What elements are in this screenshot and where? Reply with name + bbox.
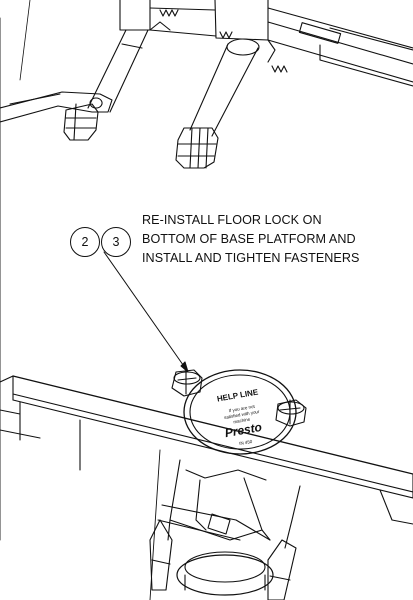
floor-lock (149, 459, 301, 600)
left-bolt (63, 29, 149, 141)
upper-frame (119, 0, 413, 87)
right-bolt (175, 38, 260, 169)
instruction-line-1: RE-INSTALL FLOOR LOCK ON (142, 213, 322, 227)
svg-text:If you are not: If you are not (228, 404, 255, 414)
svg-text:IN 450: IN 450 (239, 439, 253, 446)
svg-text:satisfied with your: satisfied with your (224, 409, 261, 420)
svg-text:Presto: Presto (224, 420, 263, 440)
callout-part-2: 2 (70, 227, 100, 257)
instruction-line-3: INSTALL AND TIGHTEN FASTENERS (142, 251, 360, 265)
callout-part-3: 3 (101, 227, 131, 257)
base-platform (0, 375, 413, 600)
callout-part-2-label: 2 (81, 235, 89, 249)
svg-text:HELP LINE: HELP LINE (216, 387, 259, 403)
svg-text:machine: machine (233, 416, 251, 424)
leader-line (103, 251, 189, 373)
help-line-plate (183, 369, 297, 455)
plate-lettering: HELP LINE If you are not satisfied with … (216, 387, 263, 446)
callout-part-3-label: 3 (112, 235, 120, 249)
fastener-right (275, 399, 307, 427)
fastener-left (171, 369, 203, 397)
instruction-line-2: BOTTOM OF BASE PLATFORM AND (142, 232, 356, 246)
